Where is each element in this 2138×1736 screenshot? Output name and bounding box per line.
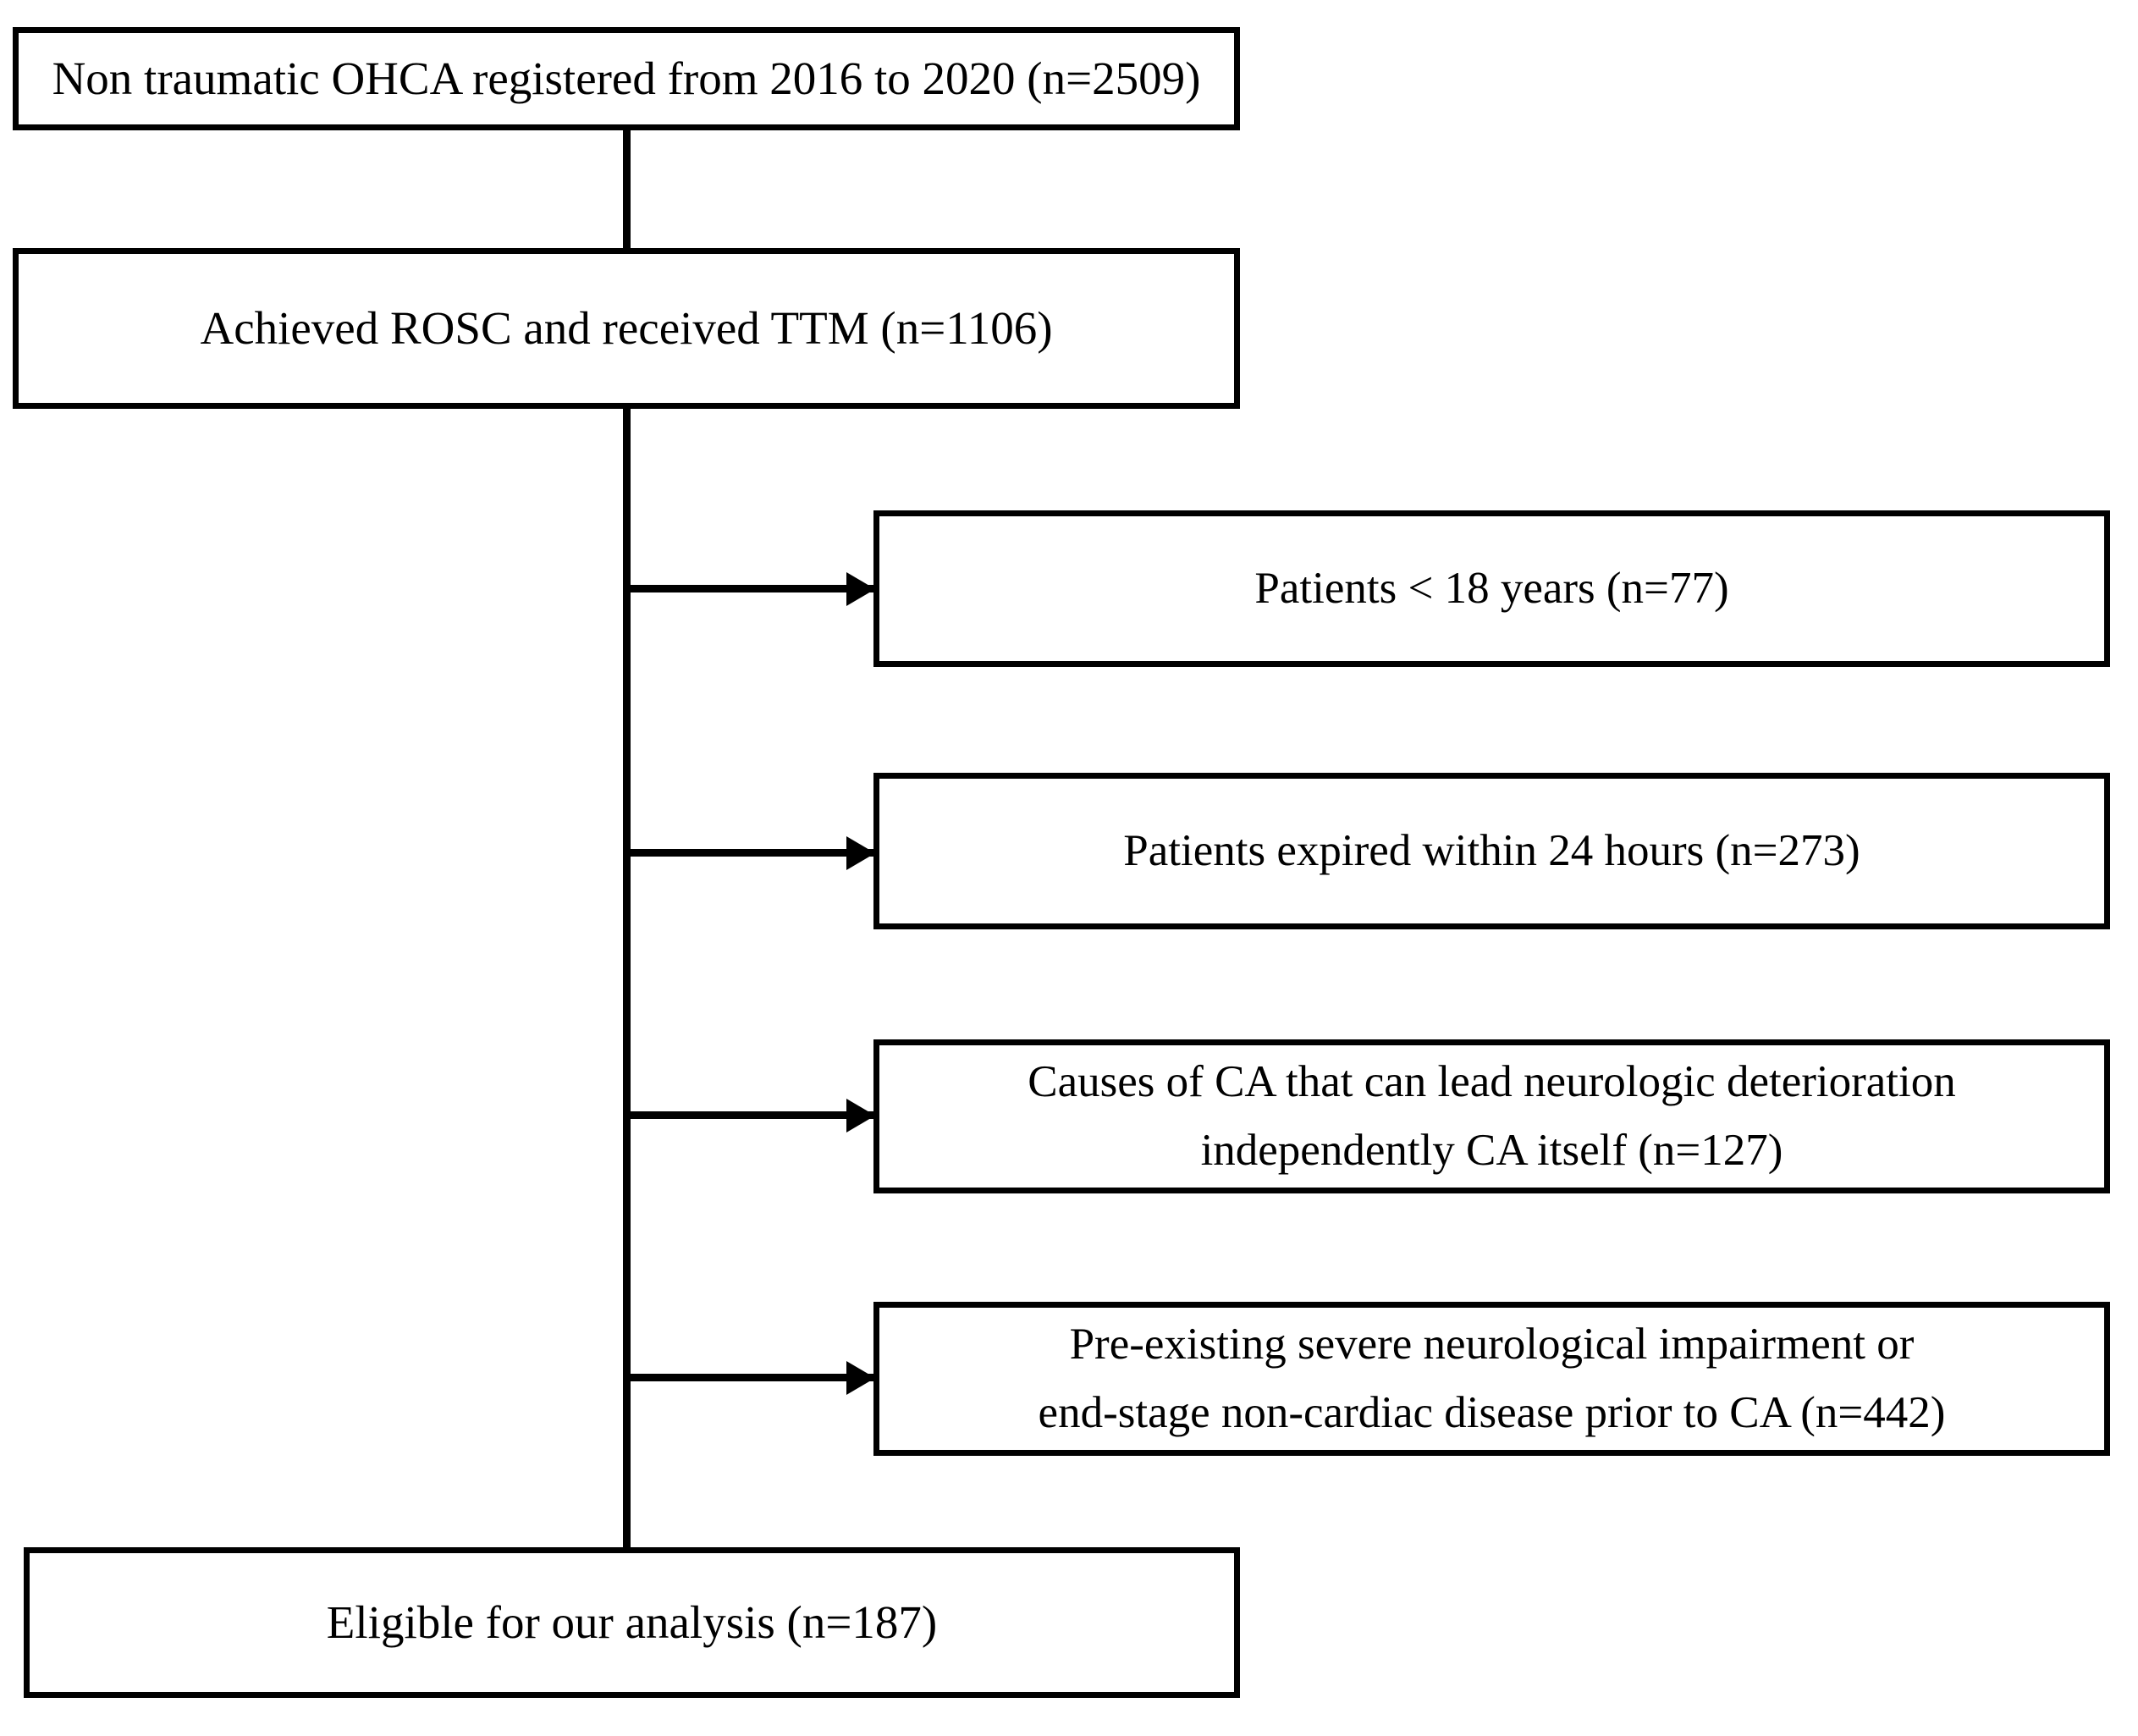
node-exclusion-under-18-line-1: Patients < 18 years (n=77) (1254, 564, 1729, 614)
arrow-head-neuro-causes (846, 1099, 875, 1133)
node-exclusion-expired-24h-line-1: Patients expired within 24 hours (n=273) (1123, 826, 1860, 876)
arrow-head-pre-existing (846, 1361, 875, 1395)
connector-arm-neuro-causes (626, 1111, 873, 1119)
connector-main-trunk (623, 409, 631, 1547)
node-eligible-line-1: Eligible for our analysis (n=187) (326, 1596, 938, 1649)
node-rosc-ttm-line-1: Achieved ROSC and received TTM (n=1106) (200, 302, 1053, 355)
connector-arm-pre-existing (626, 1374, 873, 1381)
node-exclusion-neuro-causes-line-1: Causes of CA that can lead neurologic de… (1028, 1057, 1956, 1107)
node-exclusion-expired-24h: Patients expired within 24 hours (n=273) (873, 773, 2110, 929)
node-enrolled: Non traumatic OHCA registered from 2016 … (13, 27, 1240, 130)
connector-arm-under-18 (626, 585, 873, 592)
node-exclusion-neuro-causes-line-2: independently CA itself (n=127) (1200, 1126, 1783, 1175)
node-enrolled-line-1: Non traumatic OHCA registered from 2016 … (52, 52, 1201, 105)
node-exclusion-pre-existing-line-1: Pre-existing severe neurological impairm… (1069, 1320, 1915, 1370)
node-exclusion-pre-existing: Pre-existing severe neurological impairm… (873, 1302, 2110, 1456)
node-eligible: Eligible for our analysis (n=187) (24, 1547, 1240, 1698)
node-exclusion-pre-existing-line-2: end-stage non-cardiac disease prior to C… (1038, 1388, 1946, 1437)
arrow-head-under-18 (846, 572, 875, 606)
connector-arm-expired-24h (626, 849, 873, 857)
arrow-head-expired-24h (846, 836, 875, 870)
node-exclusion-under-18: Patients < 18 years (n=77) (873, 510, 2110, 667)
node-rosc-ttm: Achieved ROSC and received TTM (n=1106) (13, 248, 1240, 409)
connector-enrolled-to-rosc (623, 130, 631, 248)
node-exclusion-neuro-causes: Causes of CA that can lead neurologic de… (873, 1039, 2110, 1193)
